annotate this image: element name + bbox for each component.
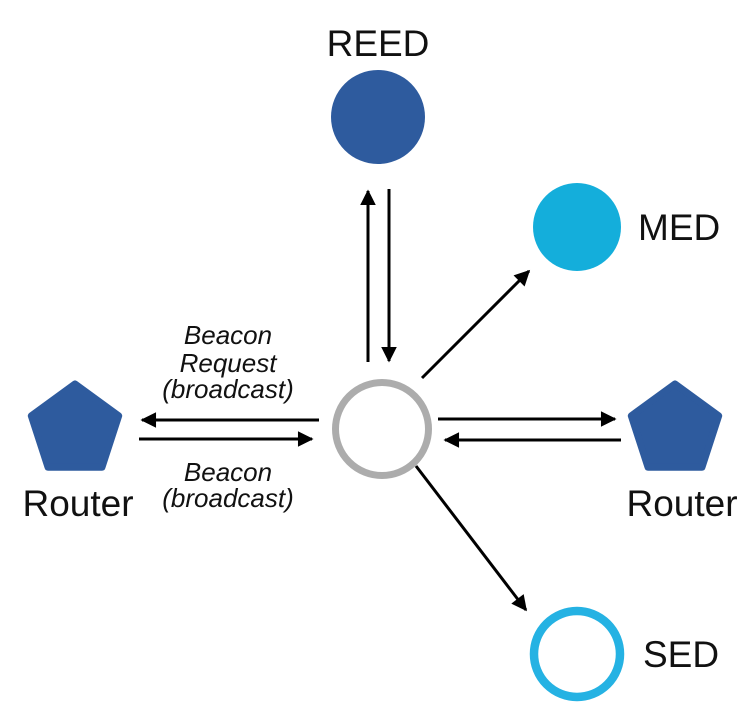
node-joining-device	[332, 379, 432, 479]
arrows	[139, 189, 621, 612]
beacon-request-line1: Beacon	[184, 320, 272, 350]
router-left-label: Router	[22, 483, 133, 524]
node-reed: REED	[327, 23, 430, 164]
beacon-annotation: Beacon (broadcast)	[162, 457, 294, 513]
router-right-pentagon-icon	[627, 380, 723, 471]
beacon-request-line2: Request	[180, 348, 279, 378]
router-right-label: Router	[626, 483, 737, 524]
med-circle-icon	[533, 183, 621, 271]
reed-label: REED	[327, 23, 430, 64]
arrow-center-to-sed-icon	[414, 465, 528, 612]
beacon-line2: (broadcast)	[162, 483, 294, 513]
router-left-pentagon-icon	[27, 380, 123, 471]
med-label: MED	[638, 207, 720, 248]
arrow-center-to-med-icon	[420, 269, 531, 380]
beacon-request-annotation: Beacon Request (broadcast)	[162, 320, 294, 404]
node-router-left: Router	[22, 380, 134, 524]
sed-label: SED	[643, 634, 719, 675]
beacon-line1: Beacon	[184, 457, 272, 487]
beacon-request-line3: (broadcast)	[162, 374, 294, 404]
node-router-right: Router	[626, 380, 738, 524]
sed-circle-icon	[529, 606, 625, 702]
node-sed: SED	[529, 606, 719, 702]
joining-device-circle-icon	[332, 379, 432, 479]
node-med: MED	[533, 183, 720, 271]
reed-circle-icon	[331, 70, 425, 164]
